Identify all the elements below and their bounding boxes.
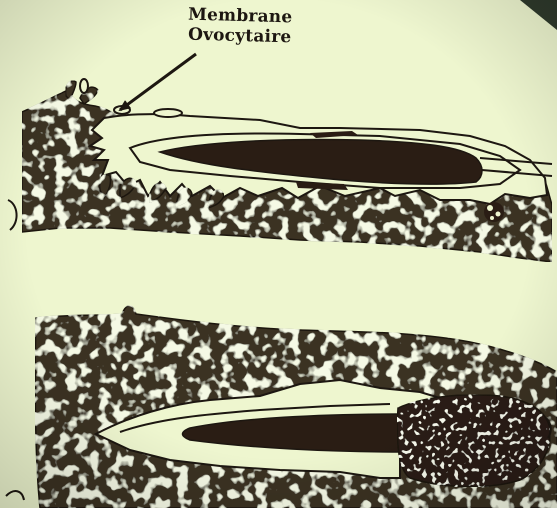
membrane-label: Membrane Ovocytaire	[140, 3, 341, 48]
